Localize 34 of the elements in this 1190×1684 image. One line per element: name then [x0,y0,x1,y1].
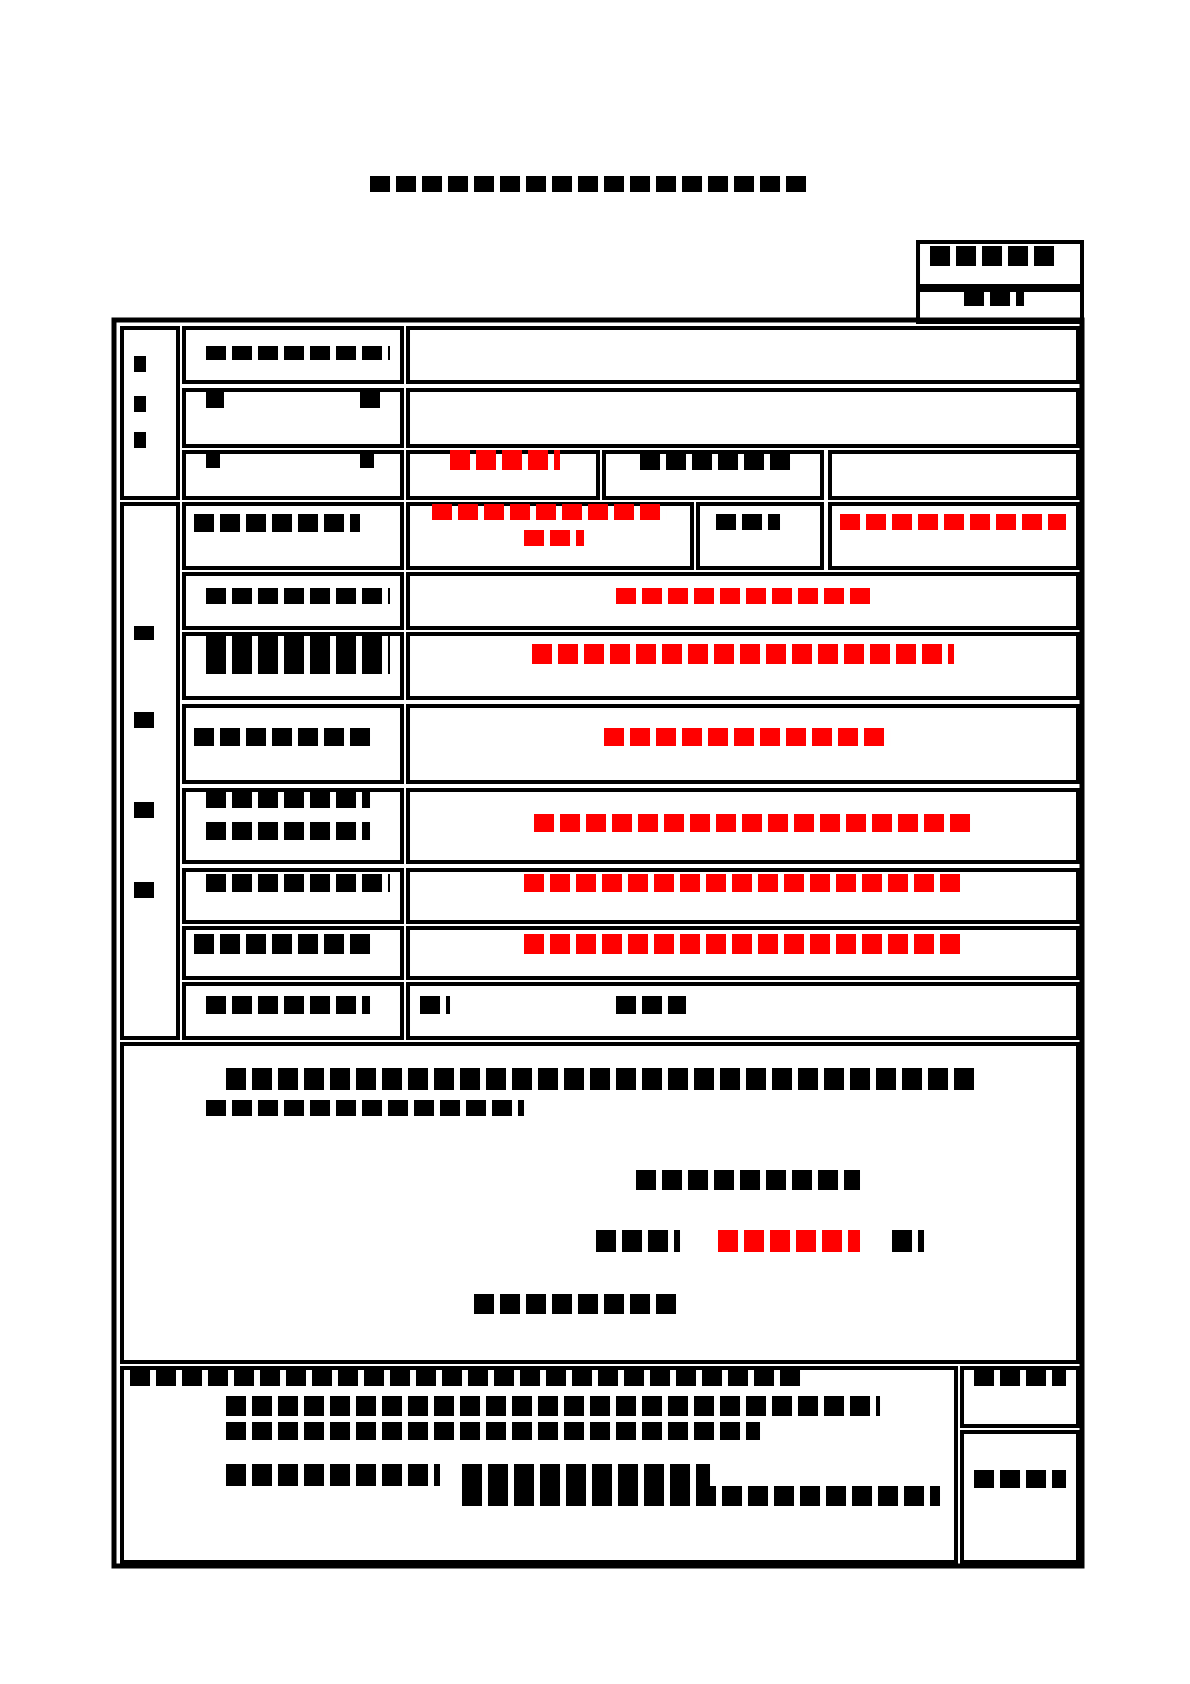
form-cell [916,240,1084,288]
form-cell [960,1430,1080,1564]
form-cell [406,326,1080,384]
form-cell [602,450,824,500]
form-cell [120,326,180,500]
form-cell [120,1042,1080,1364]
form-cell [182,788,404,864]
form-cell [828,502,1080,570]
form-cell [406,572,1080,630]
form-cell [406,632,1080,700]
form-cell [406,704,1080,784]
form-cell [120,502,180,1040]
form-cell [182,704,404,784]
form-cell [182,868,404,924]
form-cell [406,450,600,500]
form-cell [182,572,404,630]
form-cell [828,450,1080,500]
form-cell [182,982,404,1040]
form-cell [406,502,694,570]
form-cell [916,288,1084,324]
form-cell [406,868,1080,924]
form-cell [696,502,824,570]
form-cell [182,502,404,570]
form-cell [182,326,404,384]
form-cell [120,1366,958,1564]
form-cell [406,788,1080,864]
form-cell [406,926,1080,980]
form-cell [182,926,404,980]
form-cell [182,450,404,500]
form-cell [182,388,404,448]
form-cell [960,1366,1080,1428]
form-cell [406,982,1080,1040]
form-cell [182,632,404,700]
form-cell [406,388,1080,448]
